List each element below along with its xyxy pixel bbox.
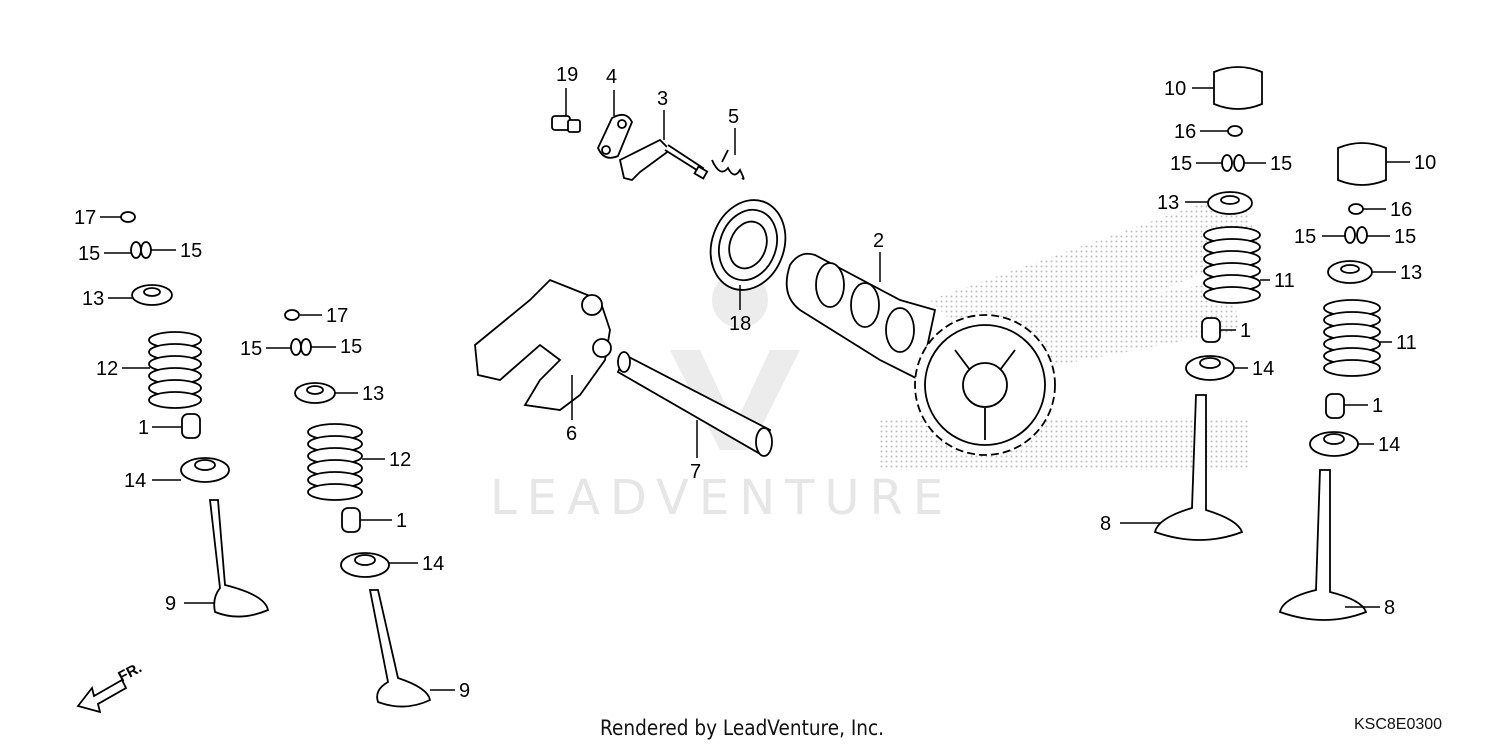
valve-9-left-a bbox=[208, 499, 270, 618]
callout-13-right-a: 13 bbox=[1157, 192, 1179, 214]
callout-1-right-b: 1 bbox=[1372, 395, 1383, 417]
bucket-10-right-b bbox=[1337, 142, 1387, 186]
retainer-13-left-a bbox=[131, 284, 173, 306]
callout-16-right-b: 16 bbox=[1390, 199, 1412, 221]
cotters-15-left-b bbox=[290, 338, 312, 356]
callout-15-right-a2: 15 bbox=[1270, 153, 1292, 175]
callout-10-right-b: 10 bbox=[1414, 152, 1436, 174]
callout-12-left-a: 12 bbox=[96, 358, 118, 380]
cotters-15-right-a bbox=[1221, 154, 1245, 172]
watermark-text: LEADVENTURE bbox=[490, 470, 954, 526]
callout-13-right-b: 13 bbox=[1400, 262, 1422, 284]
callout-16-right-a: 16 bbox=[1174, 121, 1196, 143]
callout-15-right-b: 15 bbox=[1294, 226, 1316, 248]
callout-15-left-b: 15 bbox=[240, 338, 262, 360]
shim-16-right-a bbox=[1227, 125, 1243, 137]
front-direction-arrow bbox=[76, 678, 128, 714]
seat-14-left-b bbox=[340, 552, 390, 578]
seat-14-right-b bbox=[1309, 431, 1359, 457]
callout-11-right-a: 11 bbox=[1274, 270, 1295, 292]
callout-15-right-a: 15 bbox=[1170, 153, 1192, 175]
callout-14-left-a: 14 bbox=[124, 470, 146, 492]
callout-17-left-b: 17 bbox=[326, 305, 348, 327]
spring-12-left-a bbox=[148, 331, 202, 409]
callout-labels: 19 4 3 5 2 18 6 7 17 15 15 13 12 1 14 9 … bbox=[74, 64, 1436, 702]
callout-1-right-a: 1 bbox=[1240, 320, 1251, 342]
seal-1-right-a bbox=[1201, 317, 1221, 343]
callout-13-left-a: 13 bbox=[82, 288, 104, 310]
spring-11-right-a bbox=[1203, 226, 1261, 304]
callout-15-right-b2: 15 bbox=[1394, 226, 1416, 248]
rocker-shaft-7 bbox=[616, 351, 773, 457]
callout-7: 7 bbox=[690, 461, 701, 483]
cam-sprocket bbox=[914, 314, 1056, 456]
retainer-13-right-a bbox=[1207, 191, 1253, 215]
arm-shaft-3 bbox=[618, 138, 709, 181]
callout-13-left-b: 13 bbox=[362, 383, 384, 405]
seal-1-right-b bbox=[1325, 393, 1345, 419]
spring-12-left-b bbox=[307, 423, 363, 501]
camshaft-2 bbox=[785, 252, 937, 382]
footer-credit: Rendered by LeadVenture, Inc. bbox=[600, 716, 885, 740]
cotter-17-left-b bbox=[284, 309, 300, 321]
leader-lines bbox=[100, 87, 1410, 691]
callout-10-right-a: 10 bbox=[1164, 78, 1186, 100]
bearing-18 bbox=[709, 199, 787, 291]
valve-9-left-b bbox=[368, 589, 431, 708]
diagram-code: KSC8E0300 bbox=[1354, 716, 1443, 733]
seat-14-right-a bbox=[1185, 355, 1235, 381]
valve-8-right-b bbox=[1278, 469, 1368, 621]
callout-18: 18 bbox=[729, 313, 751, 335]
callout-14-left-b: 14 bbox=[422, 553, 444, 575]
shim-16-right-b bbox=[1348, 203, 1364, 215]
callout-15-left-b2: 15 bbox=[340, 336, 362, 358]
torsion-spring-5 bbox=[711, 149, 745, 180]
callout-9-left-a: 9 bbox=[165, 593, 176, 615]
plate-4 bbox=[597, 113, 633, 159]
seal-1-left-b bbox=[341, 507, 361, 533]
callout-8-right-a: 8 bbox=[1100, 513, 1111, 535]
callout-17-left-a: 17 bbox=[74, 207, 96, 229]
spring-11-right-b bbox=[1323, 299, 1381, 377]
callout-12-left-b: 12 bbox=[389, 449, 411, 471]
bucket-10-right-a bbox=[1213, 66, 1263, 110]
callout-3: 3 bbox=[657, 88, 668, 110]
callout-5: 5 bbox=[728, 106, 739, 128]
callout-9-left-b: 9 bbox=[459, 680, 470, 702]
cotter-17-left-a bbox=[120, 211, 136, 223]
callout-15-left-a2: 15 bbox=[180, 240, 202, 262]
valve-8-right-a bbox=[1153, 394, 1244, 541]
callout-4: 4 bbox=[606, 66, 617, 88]
callout-8-right-b: 8 bbox=[1384, 597, 1395, 619]
cotters-15-right-b bbox=[1344, 226, 1368, 244]
callout-19: 19 bbox=[556, 64, 578, 86]
callout-14-right-b: 14 bbox=[1378, 434, 1400, 456]
callout-6: 6 bbox=[566, 423, 577, 445]
seal-1-left-a bbox=[181, 413, 201, 439]
rocker-arm-6 bbox=[474, 278, 612, 411]
retainer-13-left-b bbox=[294, 382, 336, 404]
seat-14-left-a bbox=[180, 457, 230, 483]
retainer-13-right-b bbox=[1327, 260, 1373, 284]
callout-14-right-a: 14 bbox=[1252, 358, 1274, 380]
callout-1-left-a: 1 bbox=[138, 417, 149, 439]
bolt-19 bbox=[551, 115, 581, 133]
callout-1-left-b: 1 bbox=[396, 510, 407, 532]
callout-11-right-b: 11 bbox=[1396, 332, 1417, 354]
callout-2: 2 bbox=[873, 230, 884, 252]
callout-15-left-a: 15 bbox=[78, 243, 100, 265]
cotters-15-left-a bbox=[130, 241, 152, 259]
